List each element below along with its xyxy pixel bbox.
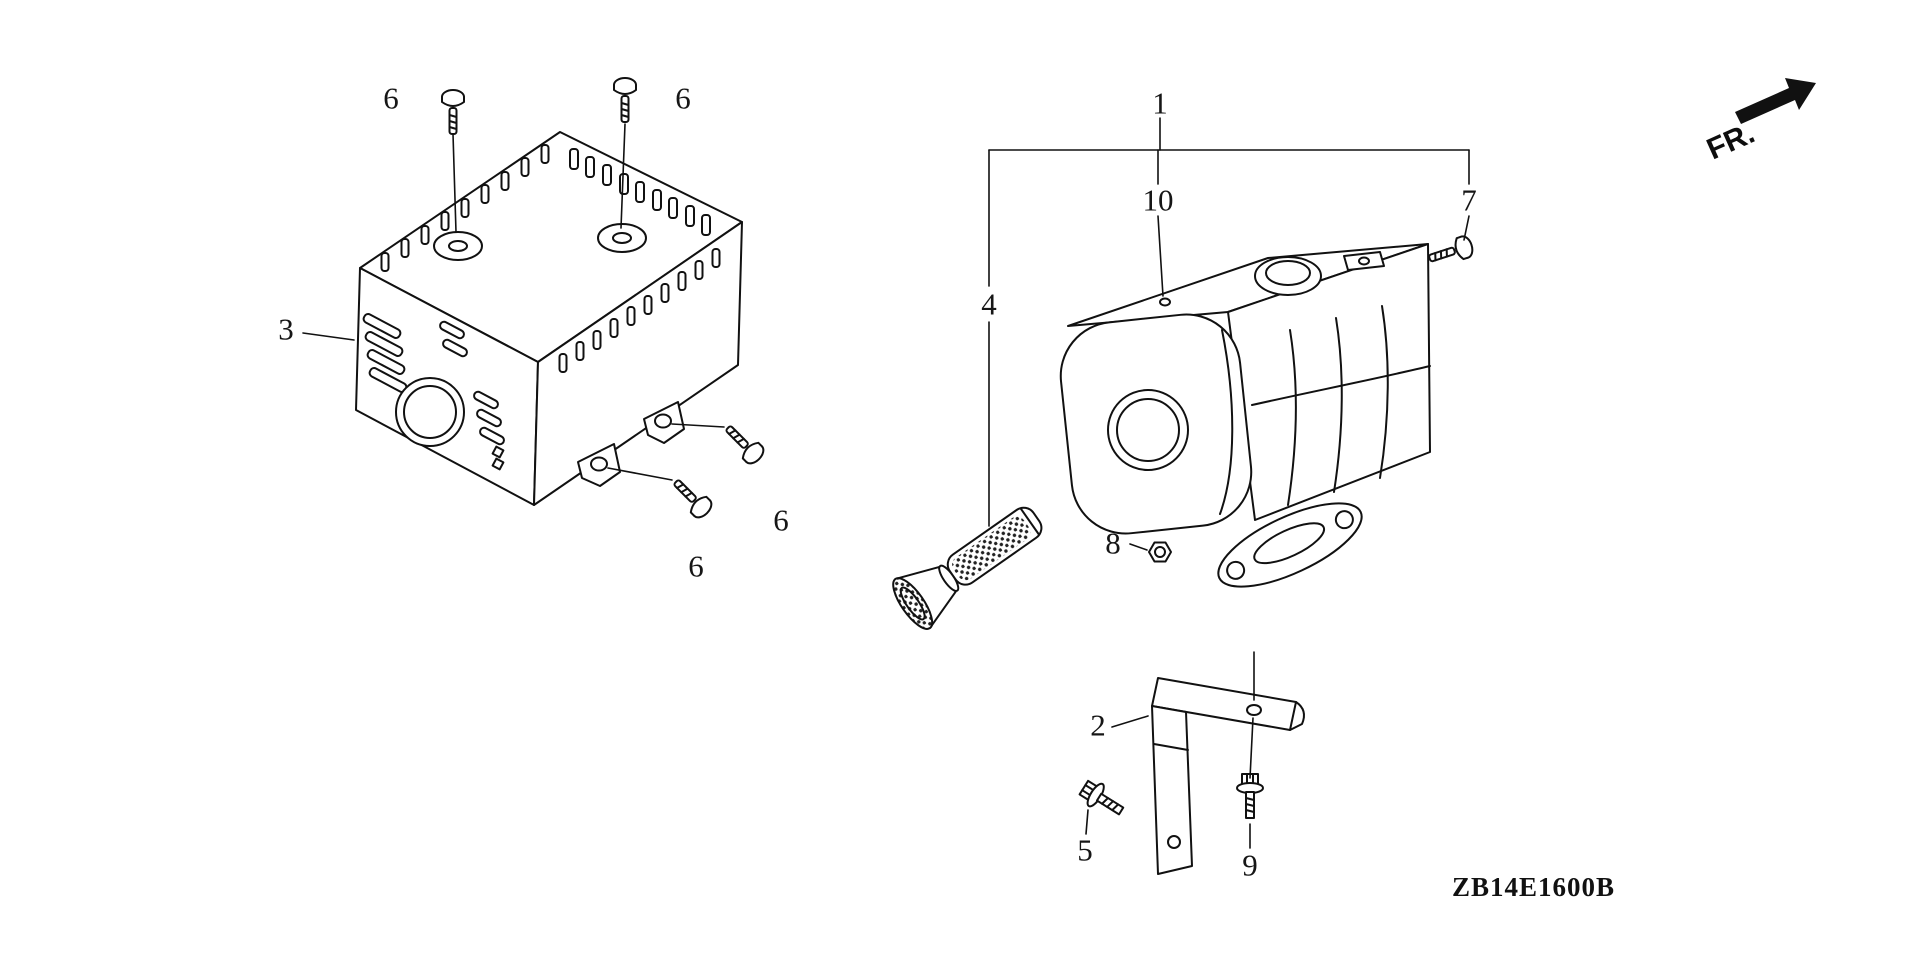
pipe-flare-screen [892, 577, 934, 630]
muffler-drawing [1059, 243, 1431, 588]
muffler-mount-hole [1159, 297, 1171, 307]
bracket-stay-bolt [1236, 773, 1264, 819]
protector-screw-boss-left [433, 231, 483, 261]
callout-5-flange-bolt[interactable]: 5 [1077, 832, 1093, 868]
muffler-mount-screw [1425, 233, 1476, 270]
callout-8-flange-nut[interactable]: 8 [1105, 525, 1121, 561]
callout-1-muffler-assembly[interactable]: 1 [1152, 85, 1168, 121]
muffler-protector-drawing [355, 131, 743, 506]
protector-screw-side-upper [719, 419, 768, 468]
muffler-ribs [1219, 305, 1431, 515]
diagram-code: ZB14E1600B [1452, 872, 1616, 902]
flange-nut [1148, 541, 1172, 563]
callout-6-protector-screw-top-right[interactable]: 6 [675, 80, 691, 116]
callout-6-protector-screw-top-left[interactable]: 6 [383, 80, 399, 116]
protector-mount-tabs [577, 401, 685, 487]
protector-screw-side-lower [667, 473, 716, 522]
callout-6-protector-screw-side-lower[interactable]: 6 [688, 548, 704, 584]
protector-screw-boss-right [597, 223, 647, 253]
callout-3-muffler-protector[interactable]: 3 [278, 311, 294, 347]
bracket-flange-bolt [1075, 775, 1130, 823]
callout-leader-lines [302, 117, 1470, 849]
fr-direction-arrow [1735, 78, 1816, 124]
muffler-inlet-port [1254, 256, 1322, 296]
exhaust-pipe-drawing [892, 506, 1043, 630]
exhaust-flange [1217, 502, 1363, 588]
protector-screw-top-left [441, 89, 465, 135]
callout-6-protector-screw-side-upper[interactable]: 6 [773, 502, 789, 538]
muffler-top-tab [1343, 251, 1385, 271]
protector-screw-top-right [613, 77, 637, 123]
pipe-perforated-body [952, 516, 1031, 581]
muffler-bracket-drawing [1151, 677, 1305, 875]
callout-4-exhaust-pipe[interactable]: 4 [981, 286, 997, 322]
protector-opening [395, 377, 465, 447]
muffler-outlet [1107, 389, 1189, 471]
callout-2-bracket[interactable]: 2 [1090, 707, 1106, 743]
protector-side-face [533, 221, 743, 506]
callout-10[interactable]: 10 [1142, 182, 1174, 218]
callout-7-mount-screw[interactable]: 7 [1461, 182, 1477, 218]
callout-9-stay-bolt[interactable]: 9 [1242, 847, 1258, 883]
